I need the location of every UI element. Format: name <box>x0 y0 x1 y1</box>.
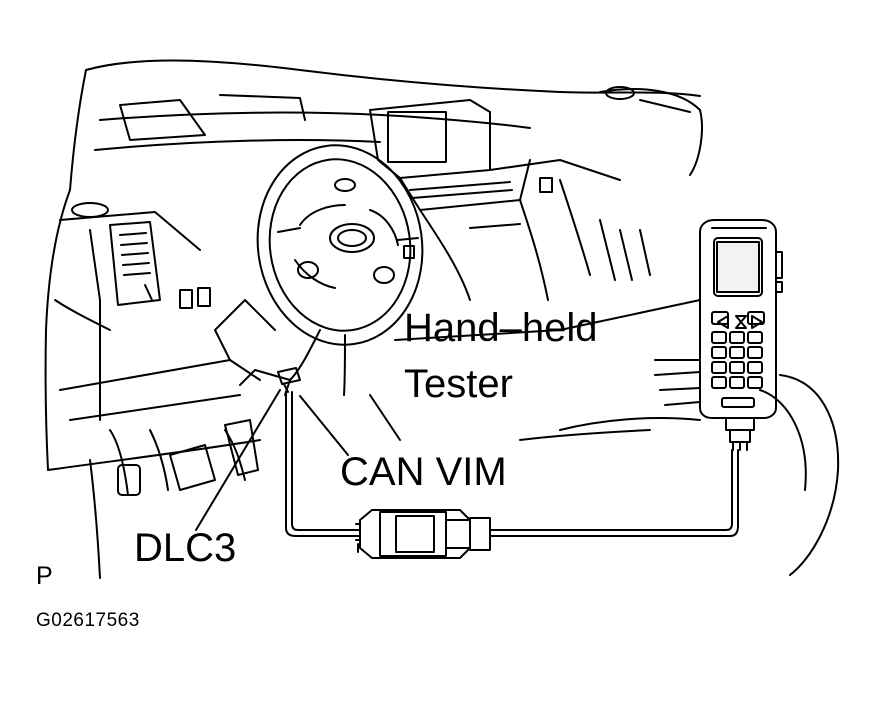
can-vim-label: CAN VIM <box>340 450 507 494</box>
hand-held-tester-label-line2: Tester <box>404 362 513 406</box>
dashboard-drawing <box>46 61 702 578</box>
dlc3-label: DLC3 <box>134 526 237 570</box>
steering-wheel-drawing <box>245 135 435 440</box>
cables-drawing <box>278 368 738 558</box>
view-letter-label: P <box>36 562 53 590</box>
figure-id-label: G02617563 <box>36 610 140 631</box>
leader-lines <box>196 300 700 530</box>
hand-held-tester-drawing <box>700 220 782 450</box>
hand-held-leader <box>395 300 700 340</box>
can-vim-leader <box>300 396 348 455</box>
dlc3-leader <box>196 390 280 530</box>
seat-drawing <box>520 360 838 575</box>
hand-held-tester-label-line1: Hand–held <box>404 306 598 350</box>
center-console-drawing <box>370 100 650 300</box>
